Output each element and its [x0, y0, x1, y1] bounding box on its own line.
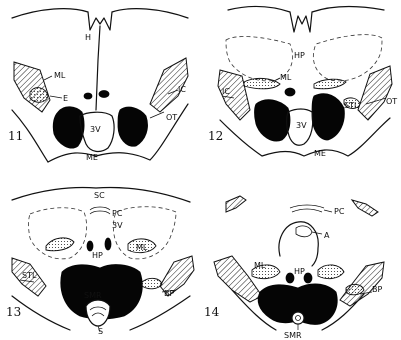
- panel-11-left-lateral-fibers: [14, 62, 50, 112]
- panel-14-smr-body: [292, 312, 304, 324]
- panel-12-top-outline-right: [312, 6, 384, 12]
- panel-11-label-me: ME: [86, 153, 98, 162]
- panel-12-notch: [290, 12, 312, 32]
- panel-12-label-ot: OT: [386, 97, 397, 106]
- panel-11-top-outline-right: [112, 9, 188, 18]
- panel-14-label-pc: PC: [334, 207, 345, 216]
- panel-11-label-e: E: [63, 94, 68, 103]
- panel-13-posterior-commissure: [90, 207, 110, 214]
- panel-12-label-ml: ML: [280, 73, 292, 82]
- panel-11-top-outline-left: [12, 9, 88, 18]
- panel-14-small-mass-right: [304, 273, 312, 283]
- panel-13-bp-nucleus: [142, 278, 162, 288]
- panel-12-label-stl: STL: [344, 101, 359, 110]
- panel-11-label-3v: 3V: [90, 125, 101, 134]
- panel-14-left-top-fragment: [226, 196, 246, 212]
- panel-13-label-ml: ML: [136, 243, 148, 252]
- panel-13-label-smr: SMR: [84, 291, 102, 300]
- panel-14-number: 14: [204, 305, 220, 319]
- panel-13-label-sc: SC: [94, 191, 105, 200]
- panel-13-left-dashed-region: [29, 208, 87, 259]
- panel-11-midline: [96, 26, 100, 110]
- panel-11-number: 11: [8, 129, 23, 143]
- panel-13: SC PC 3V ML HP STL SMR BP S 13: [6, 188, 194, 337]
- panel-14-posterior-commissure: [290, 205, 324, 212]
- panel-14-label-smr: SMR: [284, 331, 302, 340]
- panel-14-label-hp: HP: [294, 267, 305, 276]
- panel-12-top-outline-left: [228, 6, 290, 12]
- panel-11-label-h: H: [85, 33, 91, 42]
- panel-13-small-mass-2: [105, 238, 111, 250]
- panel-14-bp-nucleus: [346, 284, 364, 294]
- panel-11-small-mass-2: [99, 91, 109, 98]
- panel-12-right-black-region: [312, 94, 344, 140]
- panel-13-label-bp: BP: [164, 289, 174, 298]
- panel-12-number: 12: [208, 129, 223, 143]
- panel-12-label-3v: 3V: [296, 121, 307, 130]
- panel-12-label-me: ME: [314, 149, 326, 158]
- panel-11-label-ic: IC: [178, 85, 186, 94]
- panel-11-ot-leader: [150, 112, 164, 118]
- panel-11: H ML E IC 3V OT ME 11: [8, 9, 188, 162]
- panel-12-ml-right: [314, 79, 346, 89]
- panel-13-label-stl: STL: [22, 271, 37, 280]
- panel-13-label-3v: 3V: [112, 221, 123, 230]
- panel-12-small-mass: [285, 88, 295, 96]
- panel-13-label-hp: HP: [92, 251, 103, 260]
- panel-14-label-bp: BP: [372, 285, 382, 294]
- panel-14-pc-leader: [324, 210, 332, 212]
- panel-14: PC A ML HP BP SMR 14: [204, 196, 384, 340]
- panel-12-left-black-region: [255, 100, 291, 141]
- panel-11-right-black-region: [118, 107, 148, 146]
- panel-13-label-pc: PC: [112, 209, 123, 218]
- panel-14-label-ml: ML: [254, 261, 266, 270]
- panel-14-right-lateral-fibers: [340, 262, 384, 306]
- panel-14-right-top-fragment: [352, 200, 378, 216]
- panel-12-label-hp: HP: [294, 51, 305, 60]
- panel-14-label-a: A: [324, 231, 330, 240]
- panel-11-base-outline: [48, 153, 150, 162]
- panel-12: HP ML IC STL OT 3V ME 12: [208, 6, 397, 158]
- panel-12-label-ic: IC: [222, 87, 230, 96]
- panel-11-left-black-region: [53, 107, 84, 148]
- panel-12-right-lateral-fibers: [358, 66, 392, 120]
- panel-13-number: 13: [6, 305, 21, 319]
- panel-12-ml-left: [244, 78, 280, 88]
- panel-13-label-s: S: [98, 327, 103, 336]
- panel-13-ml-left: [46, 238, 74, 251]
- panel-11-label-ml: ML: [54, 71, 66, 80]
- panel-14-ml-right: [318, 265, 344, 279]
- panel-11-ml-leader: [44, 76, 52, 80]
- panel-13-small-mass-1: [87, 241, 93, 251]
- panel-11-small-mass-1: [84, 93, 92, 99]
- panel-11-label-ot: OT: [166, 113, 177, 122]
- panel-14-aqueduct-outline: [279, 222, 318, 266]
- panel-14-small-mass-left: [286, 273, 294, 283]
- panel-11-e-leader: [50, 96, 62, 98]
- panel-14-a-structure: [296, 226, 312, 237]
